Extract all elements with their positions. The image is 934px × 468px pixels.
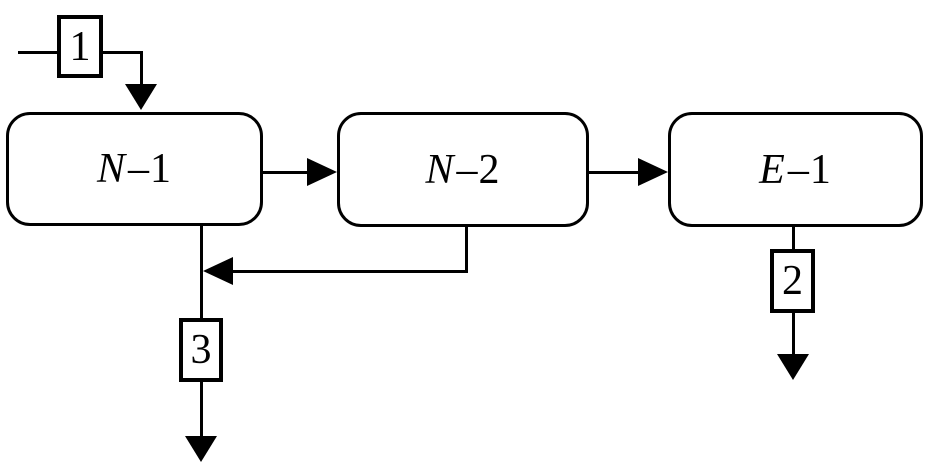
node-e1-label-suffix: –1 (787, 146, 832, 193)
n1-to-n2-line (263, 171, 309, 174)
stream-1-number: 1 (69, 23, 91, 70)
stream-3-number: 3 (190, 327, 212, 373)
n2-to-e1-line (589, 171, 640, 174)
stream-box-1: 1 (57, 15, 103, 78)
recycle-arrowhead-icon (203, 257, 233, 285)
node-n1: N–1 (6, 112, 263, 226)
stream2-arrowhead-icon (777, 354, 809, 380)
stream-box-3: 3 (179, 318, 223, 382)
feed-line-vertical (140, 51, 143, 89)
node-e1: E–1 (668, 112, 923, 227)
stream3-arrowhead-icon (185, 436, 217, 462)
node-n1-label-suffix: –1 (128, 146, 172, 192)
stream-box-2: 2 (770, 249, 815, 313)
n1-to-n2-arrowhead-icon (307, 158, 337, 186)
node-n2-label-suffix: –2 (456, 146, 501, 193)
feed-arrowhead-icon (125, 84, 157, 110)
node-n2: N–2 (337, 112, 589, 227)
node-n2-label-prefix: N (425, 146, 455, 193)
recycle-line-horizontal (220, 270, 467, 273)
node-e1-label-prefix: E (759, 146, 786, 193)
recycle-line-vertical (465, 227, 468, 273)
stream-2-number: 2 (782, 258, 803, 304)
n2-to-e1-arrowhead-icon (638, 158, 668, 186)
node-n1-label-prefix: N (96, 146, 126, 192)
